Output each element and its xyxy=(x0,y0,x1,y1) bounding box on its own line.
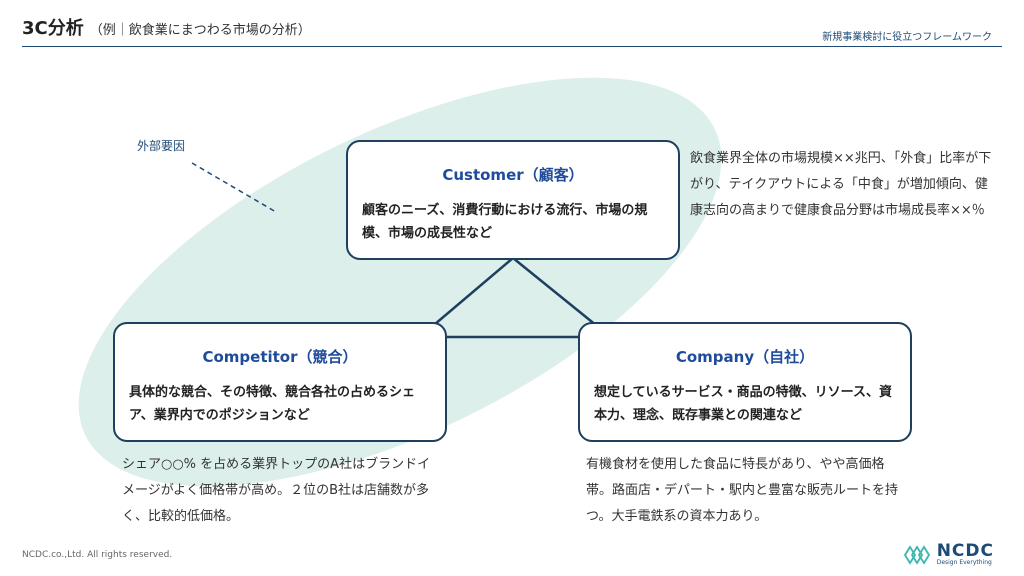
ncdc-logo-icon xyxy=(903,545,930,565)
customer-box: Customer（顧客） 顧客のニーズ、消費行動における流行、市場の規模、市場の… xyxy=(346,140,680,260)
company-title: Company（自社） xyxy=(675,348,815,366)
page-subtitle: （例｜飲食業にまつわる市場の分析） xyxy=(89,23,311,38)
customer-body: 顧客のニーズ、消費行動における流行、市場の規模、市場の成長性など xyxy=(362,203,648,241)
page-title-main: 3C分析 xyxy=(22,18,84,39)
company-note: 有機食材を使用した食品に特長があり、やや高価格帯。路面店・デパート・駅内と豊富な… xyxy=(586,457,899,524)
connector-customer-competitor xyxy=(427,257,514,331)
series-label: 新規事業検討に役立つフレームワーク xyxy=(822,32,992,43)
external-factor-label: 外部要因 xyxy=(137,139,186,153)
company-box: Company（自社） 想定しているサービス・商品の特徴、リソース、資本力、理念… xyxy=(578,322,912,442)
connector-customer-company xyxy=(512,257,603,331)
page-title: 3C分析 （例｜飲食業にまつわる市場の分析） xyxy=(22,14,311,40)
copyright-text: NCDC.co.,Ltd. All rights reserved. xyxy=(22,550,173,560)
external-label-pointer xyxy=(191,162,277,213)
competitor-title: Competitor（競合） xyxy=(202,348,358,366)
logo-name: NCDC xyxy=(936,541,994,561)
competitor-body: 具体的な競合、その特徴、競合各社の占めるシェア、業界内でのポジションなど xyxy=(129,385,416,423)
customer-note: 飲食業界全体の市場規模××兆円、「外食」比率が下がり、テイクアウトによる「中食」… xyxy=(690,151,992,218)
competitor-box: Competitor（競合） 具体的な競合、その特徴、競合各社の占めるシェア、業… xyxy=(113,322,447,442)
competitor-note: シェア○○% を占める業界トップのA社はブランドイメージがよく価格帯が高め。２位… xyxy=(122,457,431,524)
logo-tagline: Design Everything xyxy=(936,559,992,566)
customer-title: Customer（顧客） xyxy=(442,166,584,184)
header-divider xyxy=(22,46,1002,47)
company-body: 想定しているサービス・商品の特徴、リソース、資本力、理念、既存事業との関連など xyxy=(594,385,892,423)
ncdc-logo: NCDC Design Everything xyxy=(903,543,994,567)
